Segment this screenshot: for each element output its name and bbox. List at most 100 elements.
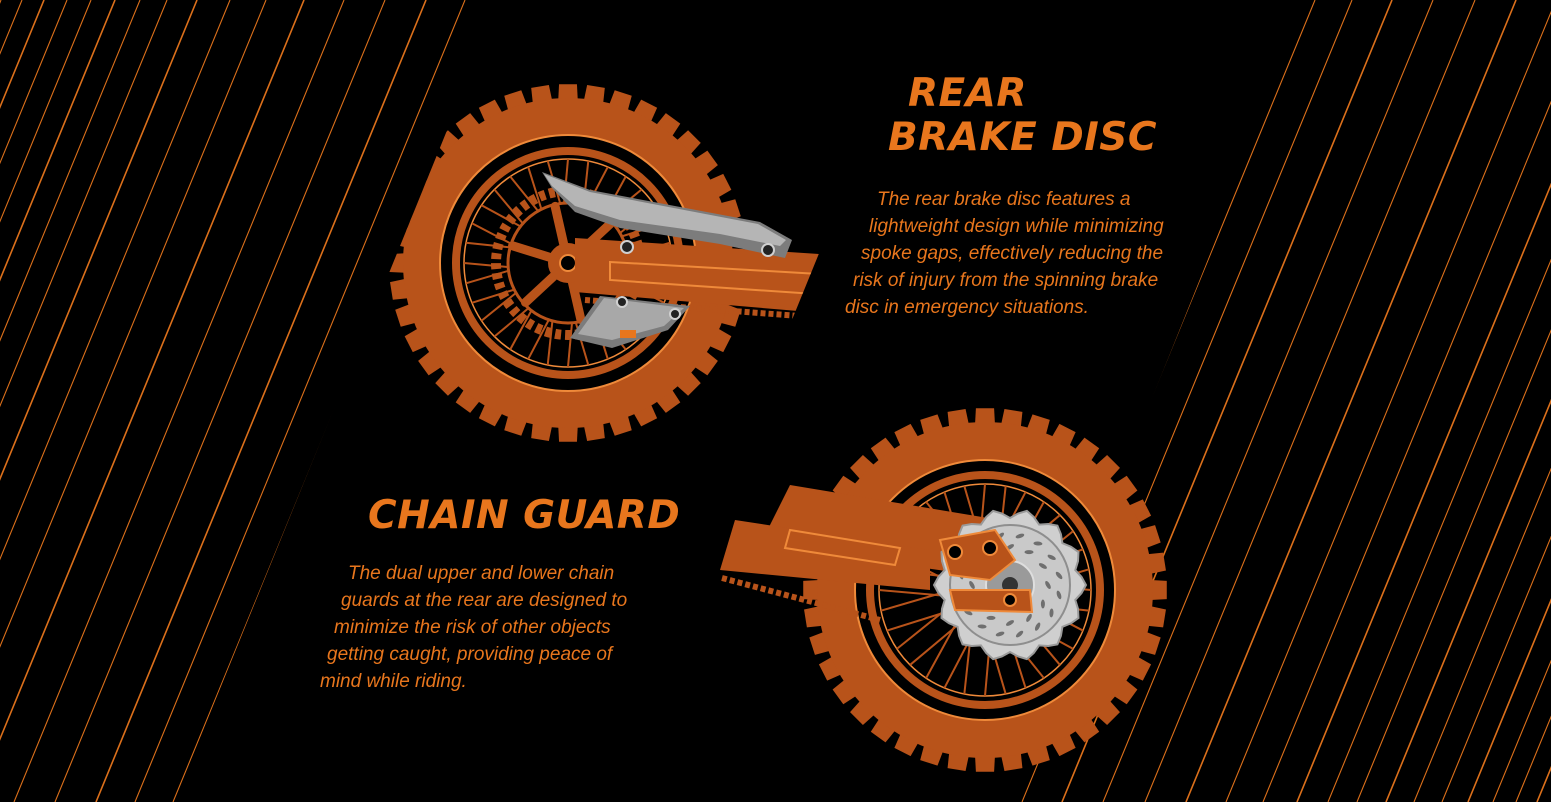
tire-knob <box>583 85 605 104</box>
tire-knob <box>1113 679 1138 705</box>
chain-guard-text-line: guards at the rear are designed to <box>341 590 628 611</box>
diagonal-stripe <box>1441 535 1551 802</box>
brake-disc-hole <box>1038 563 1047 569</box>
rear-brake-disc-title: REAR BRAKE DISC <box>888 72 1157 159</box>
brake-disc-hole <box>1015 630 1024 638</box>
diagonal-stripe <box>0 0 198 481</box>
rear-brake-text-line: disc in emergency situations. <box>845 297 1089 318</box>
tire-knob <box>435 371 460 396</box>
diagonal-stripe <box>0 0 168 408</box>
sprocket-spoke <box>567 278 586 325</box>
tire-knob <box>676 371 701 396</box>
brake-disc-hole <box>1055 571 1063 580</box>
tire-knob <box>633 403 658 427</box>
diagonal-stripe <box>0 0 23 55</box>
tire-knob <box>693 350 718 376</box>
tire-knob <box>1128 499 1152 524</box>
chain-guard-text-line: minimize the risk of other objects <box>334 617 611 638</box>
tire-knob <box>832 679 857 705</box>
tire-knob <box>804 606 823 628</box>
tire-knob <box>1113 475 1138 501</box>
tire-knob <box>850 455 875 480</box>
diagonal-stripe <box>0 0 305 741</box>
tire-knob <box>389 253 406 273</box>
tire-knob <box>947 409 969 428</box>
brake-disc-hole <box>969 580 975 590</box>
tire-knob <box>693 150 718 176</box>
diagonal-stripe <box>0 0 68 165</box>
brake-disc-hole <box>977 624 987 629</box>
diagonal-stripe <box>1225 10 1551 802</box>
tire-knob <box>435 130 460 155</box>
chain-guard-text-line: mind while riding. <box>320 671 467 692</box>
tire-knob <box>870 718 896 743</box>
chain-guard-text-line: getting caught, providing peace of <box>327 644 613 665</box>
tire-knob <box>558 425 578 442</box>
diagonal-stripe <box>0 0 267 648</box>
tire-knob <box>478 403 503 427</box>
tire-knob <box>708 173 732 198</box>
rear-brake-title-line: BRAKE DISC <box>888 114 1157 160</box>
diagonal-stripe <box>134 0 466 802</box>
diagonal-stripe <box>1515 715 1551 802</box>
rear-brake-text-line: risk of injury from the spinning brake <box>853 270 1159 291</box>
diagonal-stripe <box>0 0 92 223</box>
tire-knob <box>1001 752 1023 771</box>
chain-guard-title: CHAIN GUARD <box>368 494 680 538</box>
rear-wheel-chain-guard-illustration <box>389 84 881 442</box>
brake-disc-hole <box>1045 580 1051 590</box>
tire-knob <box>894 423 919 447</box>
tire-knob <box>894 733 919 757</box>
brake-disc-hole <box>1015 533 1025 539</box>
tire-knob <box>1074 718 1100 743</box>
tire-knob <box>975 755 995 772</box>
diagonal-stripe <box>0 0 141 342</box>
tire-knob <box>531 422 553 441</box>
diagonal-stripe <box>1467 598 1551 802</box>
diagonal-stripe <box>0 0 45 110</box>
tire-knob <box>850 700 875 725</box>
diagonal-stripe <box>0 0 231 561</box>
diagonal-stripe <box>95 0 427 802</box>
tire-knob <box>1150 580 1167 600</box>
sprocket-spoke <box>550 201 569 248</box>
rear-brake-title-line: REAR <box>908 71 1027 116</box>
tire-knob <box>1147 552 1166 574</box>
tire-knob <box>1095 700 1120 725</box>
diagonal-stripe <box>0 0 116 282</box>
diagonal-stripe <box>54 0 386 802</box>
chain-guard-title-line: CHAIN GUARD <box>368 493 681 538</box>
chain-guard-text-line: The dual upper and lower chain <box>348 563 615 584</box>
tire-knob <box>1074 437 1100 462</box>
tire-knob <box>455 388 481 413</box>
diagonal-stripe <box>1185 0 1517 802</box>
tire-knob <box>1128 656 1152 681</box>
tire-knob <box>418 350 443 376</box>
rear-brake-text-line: The rear brake disc features a <box>877 189 1131 210</box>
tire-knob <box>708 328 732 353</box>
rear-brake-text-line: lightweight design while minimizing <box>869 216 1164 237</box>
sprocket-spoke <box>520 272 558 307</box>
brake-disc-hole <box>1005 620 1015 626</box>
tire-knob <box>1147 606 1166 628</box>
brake-disc-hole <box>995 631 1005 637</box>
brake-disc-hole <box>1056 590 1062 600</box>
tire-knob <box>818 656 842 681</box>
tire-knob <box>478 99 503 123</box>
tire-knob <box>558 84 578 101</box>
diagonal-stripe <box>1262 100 1551 802</box>
tire-knob <box>455 113 481 138</box>
tire-knob <box>870 437 896 462</box>
tire-knob <box>404 328 428 353</box>
brake-disc-hole <box>1026 613 1032 622</box>
brake-disc-hole <box>986 615 996 620</box>
diagonal-stripe <box>1492 659 1551 802</box>
tire-knob <box>531 85 553 104</box>
rear-wheel-brake-disc-illustration <box>720 408 1167 772</box>
diagonal-stripe <box>1385 398 1551 802</box>
tire-knob <box>583 422 605 441</box>
diagonal-stripe <box>13 0 345 802</box>
tire-knob <box>975 408 995 425</box>
